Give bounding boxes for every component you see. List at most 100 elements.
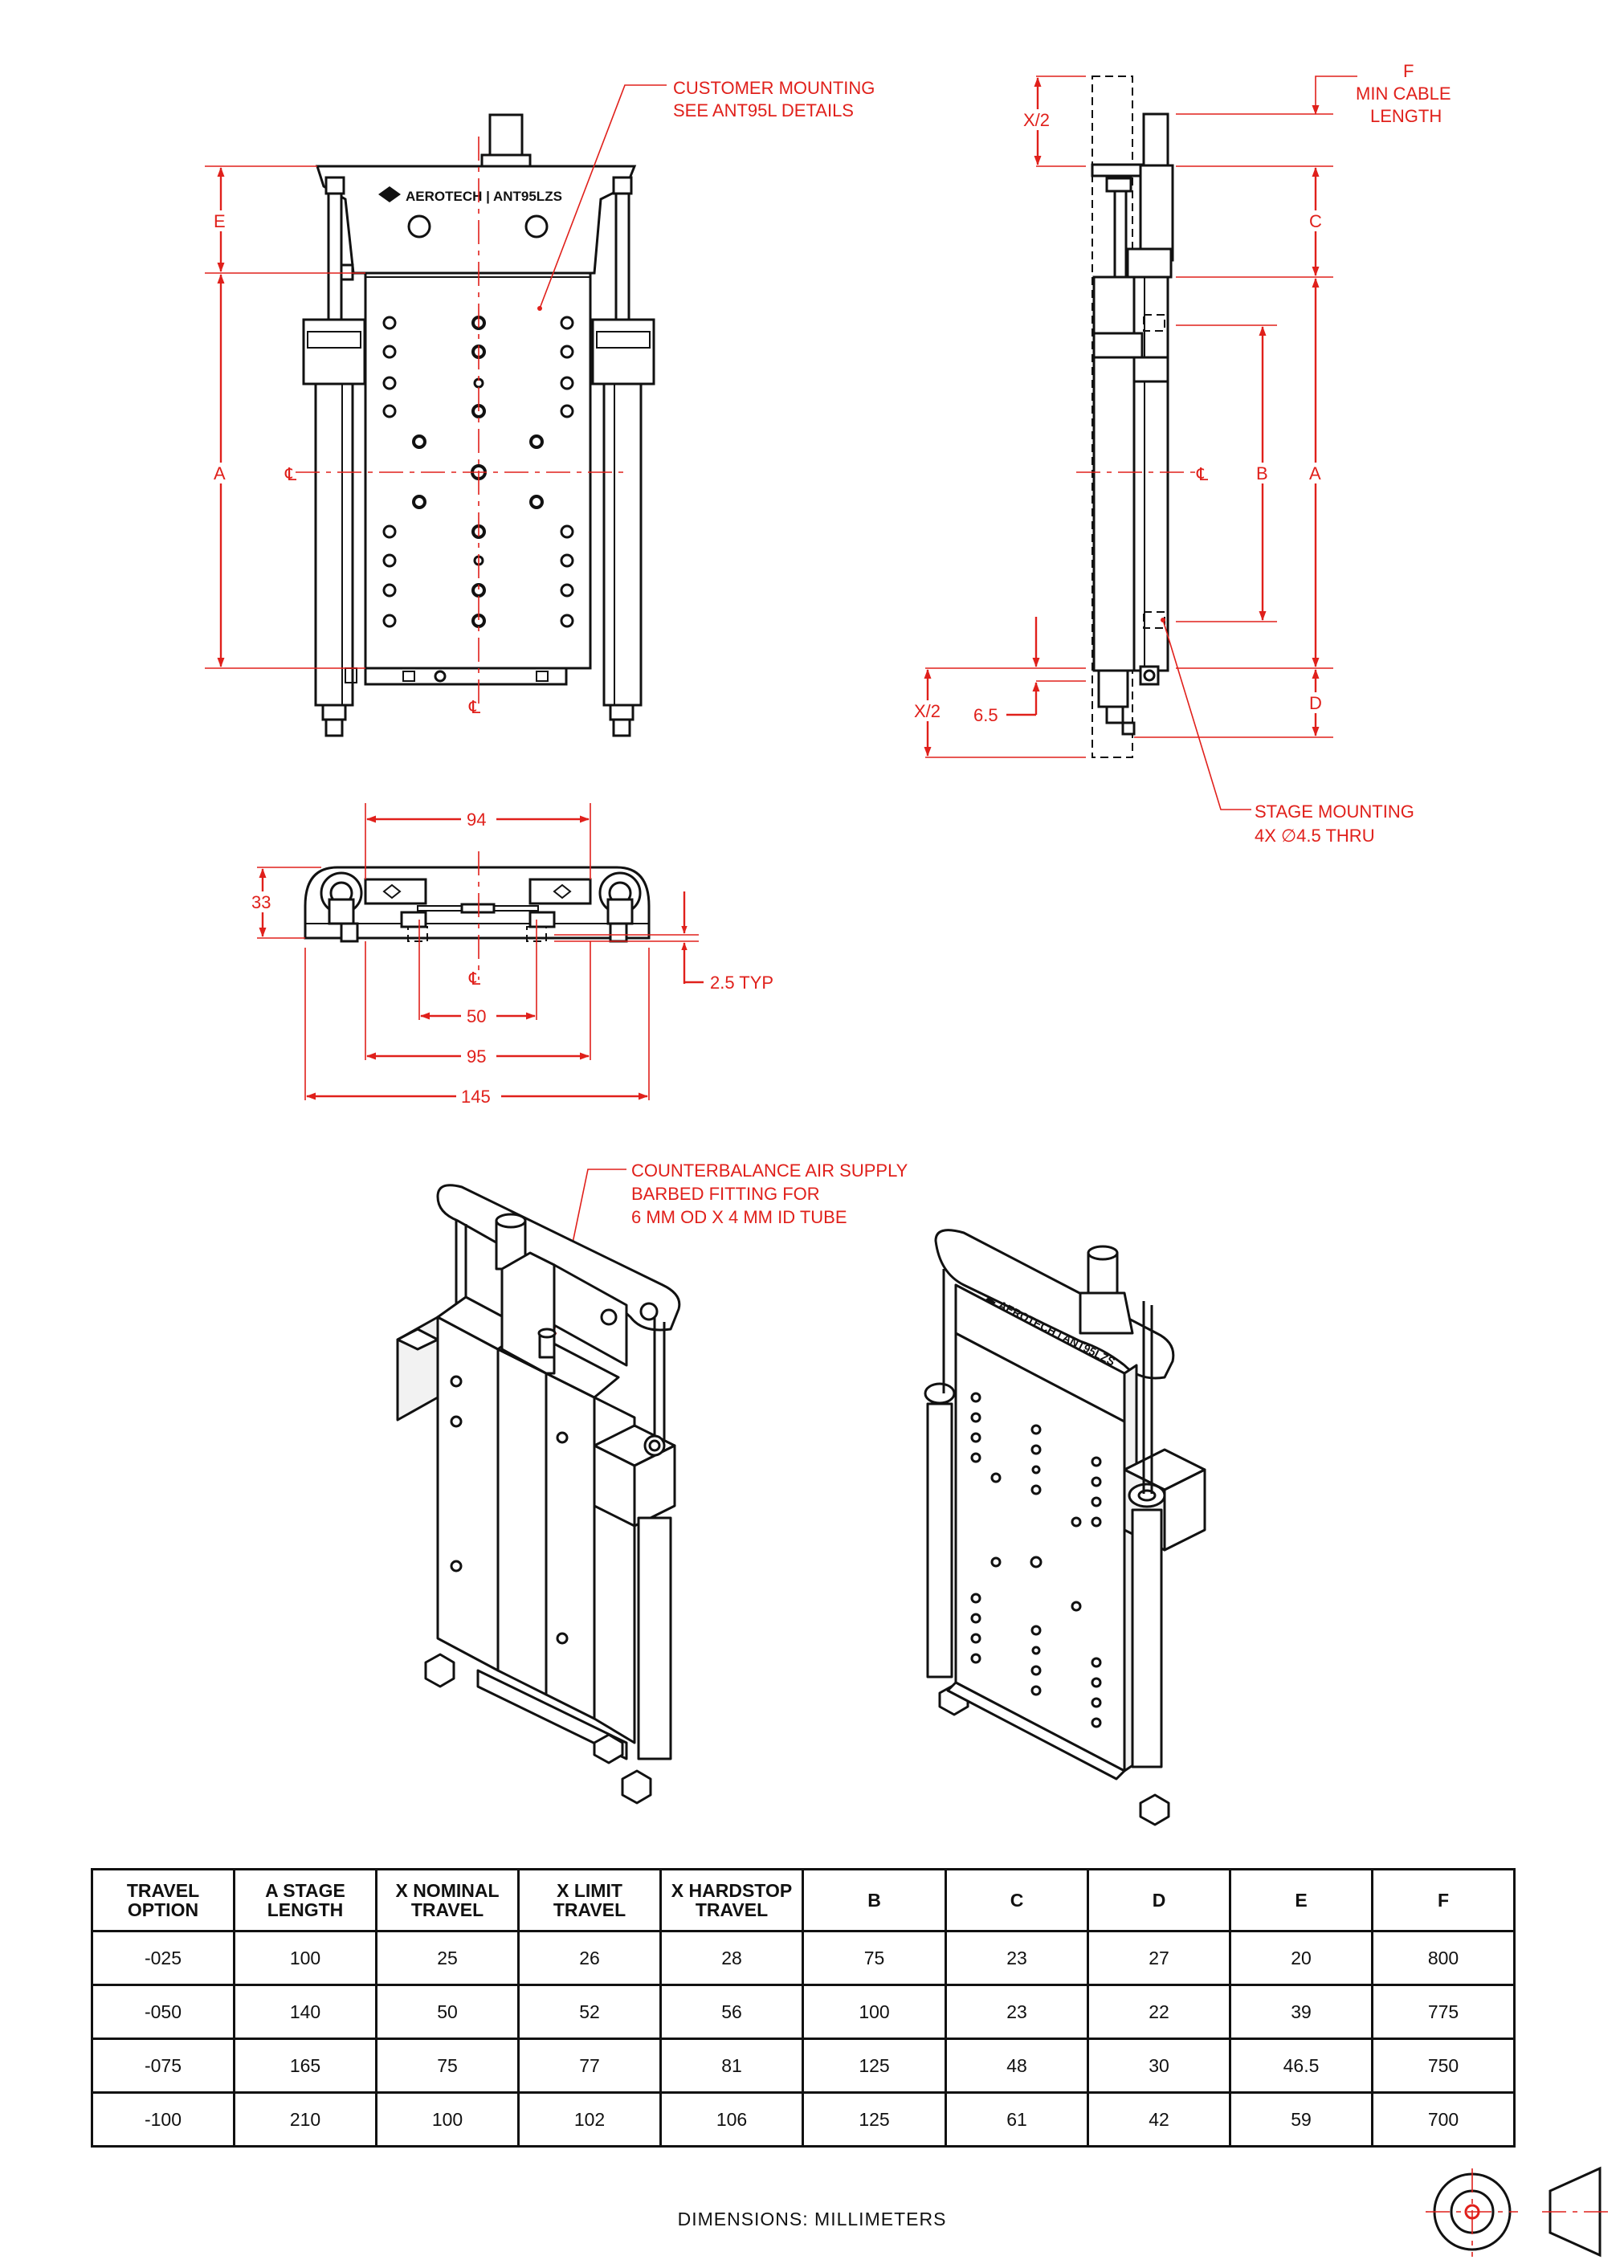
top-bracket (315, 165, 637, 275)
callout-customer-mounting: CUSTOMER MOUNTING SEE ANT95L DETAILS (537, 78, 875, 311)
table-cell: 48 (945, 2038, 1089, 2094)
counterbalance-line3: 6 MM OD X 4 MM ID TUBE (631, 1207, 847, 1227)
header-b: B (802, 1868, 947, 1932)
customer-mounting-line1: CUSTOMER MOUNTING (673, 78, 875, 98)
table-cell: 28 (659, 1930, 804, 1986)
fitting-foot-left (324, 718, 344, 737)
mount-hole-upper (1143, 314, 1165, 332)
table-cell: 210 (233, 2091, 377, 2148)
aerotech-logo-icon (378, 186, 401, 202)
table-cell: 27 (1087, 1930, 1231, 1986)
bracket-hole-left (407, 214, 431, 239)
table-cell: 75 (802, 1930, 947, 1986)
side-motor-collar (1126, 247, 1173, 279)
table-cell: 59 (1229, 2091, 1373, 2148)
iso-view-right: AEROTECH | ANT95LZS (924, 1229, 1206, 1826)
iso-view-left (396, 1184, 681, 1805)
front-brand-label: AEROTECH | ANT95LZS (406, 189, 562, 204)
table-cell: 800 (1371, 1930, 1516, 1986)
table-cell: 23 (945, 1930, 1089, 1986)
table-cell: 26 (517, 1930, 662, 1986)
side-view: ℄ F MIN CABLE LENGTH X/2 C B A (912, 61, 1451, 758)
side-motor (1142, 112, 1169, 167)
dim-D-label: D (1309, 693, 1322, 713)
third-angle-projection-icon (1426, 2166, 1614, 2258)
side-stage-body (1132, 275, 1169, 672)
table-cell: 102 (517, 2091, 662, 2148)
side-motor-body (1139, 164, 1174, 262)
front-view: AEROTECH | ANT95LZS (205, 113, 655, 737)
dim-6-5-label: 6.5 (973, 705, 998, 725)
table-cell: 81 (659, 2038, 804, 2094)
table-cell: 46.5 (1229, 2038, 1373, 2094)
motor-collar (480, 153, 532, 168)
dim-F-leader (1312, 75, 1357, 115)
front-centerline-h: ℄ (284, 464, 297, 484)
cylinder-foot-left (321, 704, 347, 721)
stage-mounting-line2: 4X ∅4.5 THRU (1255, 826, 1375, 846)
dim-B-label: B (1256, 463, 1268, 483)
table-cell: 42 (1087, 2091, 1231, 2148)
table-cell: 25 (375, 1930, 520, 1986)
min-cable-F: F (1403, 61, 1414, 81)
cylinder-right (602, 382, 643, 707)
post-cap-left (324, 176, 345, 195)
post-cap-right (612, 176, 633, 195)
table-cell: 30 (1087, 2038, 1231, 2094)
table-cell: -050 (91, 1984, 235, 2040)
dim-50-label: 50 (467, 1006, 486, 1026)
table-cell: -100 (91, 2091, 235, 2148)
cylinder-block-left (302, 318, 366, 385)
dim-145-label: 145 (461, 1087, 491, 1107)
header-c: C (945, 1868, 1089, 1932)
dimensions-note: DIMENSIONS: MILLIMETERS (677, 2209, 947, 2229)
customer-mounting-line2: SEE ANT95L DETAILS (673, 100, 854, 120)
bracket-hole-right (524, 214, 549, 239)
front-centerline-v: ℄ (468, 697, 481, 717)
dim-C-label: C (1309, 211, 1322, 231)
table-cell: 39 (1229, 1984, 1373, 2040)
header-e: E (1229, 1868, 1373, 1932)
dim-x-half-top-label: X/2 (1023, 110, 1050, 130)
table-cell: 75 (375, 2038, 520, 2094)
table-cell: 700 (1371, 2091, 1516, 2148)
dim-2-5-label: 2.5 TYP (710, 973, 773, 993)
cylinder-foot-right (609, 704, 635, 721)
table-cell: 775 (1371, 1984, 1516, 2040)
counterbalance-line2: BARBED FITTING FOR (631, 1184, 820, 1204)
rod-right-upper (614, 192, 630, 330)
min-cable-line3: LENGTH (1370, 106, 1442, 126)
table-cell: 100 (375, 2091, 520, 2148)
bottom-bar (364, 667, 568, 686)
counterbalance-line1: COUNTERBALANCE AIR SUPPLY (631, 1161, 908, 1181)
dim-x-half-bottom-label: X/2 (914, 701, 941, 721)
dim-A-front-label: A (214, 463, 226, 483)
header-d: D (1087, 1868, 1231, 1932)
fitting-foot-right (612, 718, 631, 737)
table-cell: 165 (233, 2038, 377, 2094)
dim-94-label: 94 (467, 810, 486, 830)
top-view: ℄ 94 33 50 95 145 2.5 TYP (247, 803, 773, 1107)
iso-right-hole-pattern (970, 1392, 1102, 1728)
rod-left-upper (327, 192, 343, 330)
table-cell: 20 (1229, 1930, 1373, 1986)
table-cell: -075 (91, 2038, 235, 2094)
table-cell: 125 (802, 2038, 947, 2094)
table-cell: 56 (659, 1984, 804, 2040)
dim-33-label: 33 (251, 892, 271, 912)
callout-stage-mounting: STAGE MOUNTING 4X ∅4.5 THRU (1161, 618, 1414, 846)
table-cell: 77 (517, 2038, 662, 2094)
fitting-left (340, 263, 354, 281)
side-block (1092, 332, 1144, 359)
side-rod-cap (1105, 177, 1132, 193)
